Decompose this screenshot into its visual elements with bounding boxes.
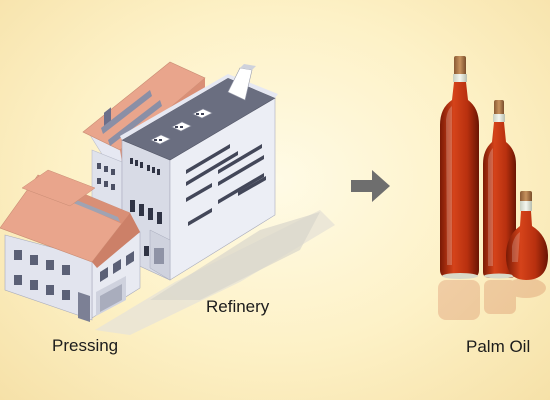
right-arrow-icon [351,170,390,202]
pressing-label: Pressing [52,336,119,355]
refinery-label: Refinery [206,297,270,316]
tall-bottle [440,56,479,279]
palm-oil-bottles [440,56,548,280]
small-bottle [506,191,548,280]
ground-shadow [95,210,335,335]
bottle-reflections [438,278,546,320]
pressing-building [0,169,141,322]
palm-oil-label: Palm Oil [466,337,531,356]
medium-bottle [483,100,516,279]
